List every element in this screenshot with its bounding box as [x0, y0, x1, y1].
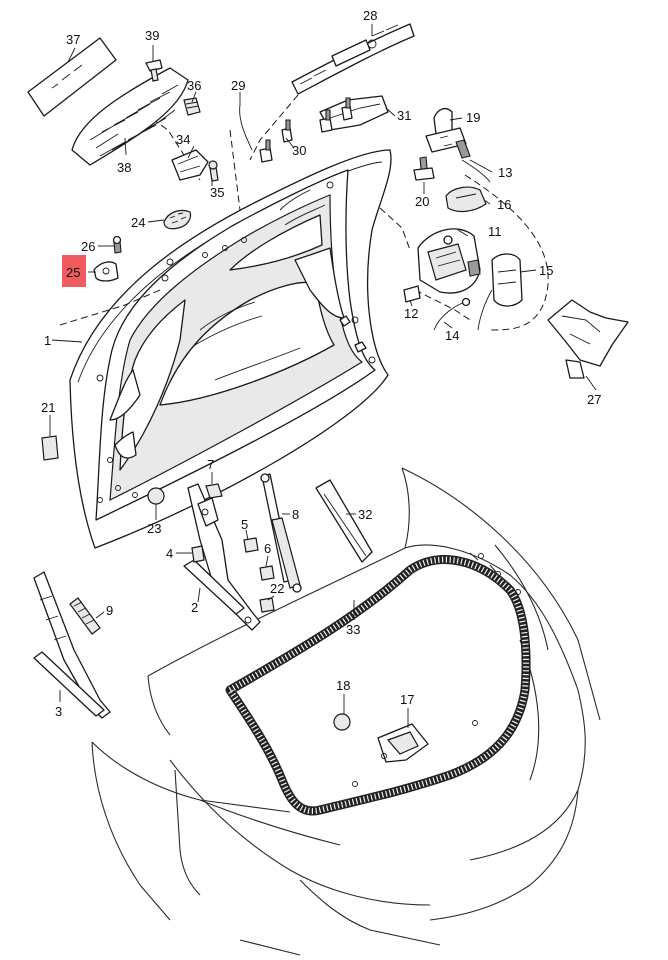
part-26-bolt: [112, 235, 122, 254]
callout-labels: 37 39 28 36 29 31 19 34 38 30 13 35 20 1…: [41, 8, 601, 719]
callout-15: 15: [539, 263, 553, 278]
part-14-cable: [433, 297, 471, 331]
callout-38: 38: [117, 160, 131, 175]
callout-24: 24: [131, 215, 145, 230]
callout-23: 23: [147, 521, 161, 536]
part-4-bolt: [191, 545, 205, 563]
callout-5: 5: [241, 517, 248, 532]
callout-37: 37: [66, 32, 80, 47]
callout-28: 28: [363, 8, 377, 23]
part-21-plug: [41, 435, 59, 461]
callout-17: 17: [400, 692, 414, 707]
callout-25-highlight: [62, 255, 86, 287]
callout-6: 6: [264, 541, 271, 556]
callout-1: 1: [44, 333, 51, 348]
callout-29: 29: [231, 78, 245, 93]
callout-16: 16: [497, 197, 511, 212]
part-34-35-mount: [171, 149, 219, 182]
part-9-spring: [69, 597, 101, 635]
callout-11: 11: [488, 224, 502, 239]
part-38-panel: [71, 67, 189, 166]
callout-39: 39: [145, 28, 159, 43]
part-16-switch: [445, 186, 487, 213]
callout-7: 7: [207, 457, 214, 472]
trunk-lid: [69, 149, 392, 549]
callout-22: 22: [270, 581, 284, 596]
callout-35: 35: [210, 185, 224, 200]
callout-9: 9: [106, 603, 113, 618]
part-22-nut: [259, 597, 275, 613]
callout-2: 2: [191, 600, 198, 615]
part-20-bolt: [413, 156, 435, 181]
callout-31: 31: [397, 108, 411, 123]
callout-25: 25: [66, 265, 80, 280]
callout-21: 21: [41, 400, 55, 415]
part-3-hinge: [33, 571, 111, 719]
callout-19: 19: [466, 110, 480, 125]
part-18-stop: [333, 713, 351, 731]
leader-lines: [49, 24, 597, 728]
part-29-30-lamps: [239, 97, 353, 163]
part-19-lock: [425, 107, 471, 159]
car-body: [91, 467, 601, 956]
part-36-grommet: [183, 97, 201, 116]
part-24-bumper: [163, 209, 192, 230]
part-8-strut: [260, 473, 302, 593]
part-7-nut: [205, 483, 223, 499]
callout-4: 4: [166, 546, 173, 561]
callout-27: 27: [587, 392, 601, 407]
part-23-stop: [147, 487, 165, 505]
part-11-lock-mechanism: [417, 228, 481, 294]
part-5-bolt: [243, 537, 259, 553]
trunk-seal: [225, 555, 531, 816]
callout-34: 34: [176, 132, 190, 147]
part-2-hinge: [183, 483, 261, 631]
callout-13: 13: [498, 165, 512, 180]
callout-18: 18: [336, 678, 350, 693]
part-39-clip: [145, 59, 163, 82]
callout-33: 33: [346, 622, 360, 637]
part-28-handle: [291, 23, 415, 95]
callout-8: 8: [292, 507, 299, 522]
part-32-strip: [315, 479, 373, 563]
callout-36: 36: [187, 78, 201, 93]
part-13-rod: [461, 159, 491, 183]
callout-26: 26: [81, 239, 95, 254]
callout-20: 20: [415, 194, 429, 209]
part-17-striker: [377, 723, 429, 763]
callout-30: 30: [292, 143, 306, 158]
part-27-cover: [547, 299, 629, 379]
callout-3: 3: [55, 704, 62, 719]
callout-12: 12: [404, 306, 418, 321]
part-37-cover: [27, 37, 117, 117]
part-25-bracket: [93, 261, 119, 282]
part-12-clip: [403, 285, 421, 303]
part-15-motor: [477, 253, 523, 331]
callout-14: 14: [445, 328, 459, 343]
callout-32: 32: [358, 507, 372, 522]
part-6-bolt: [259, 565, 275, 581]
